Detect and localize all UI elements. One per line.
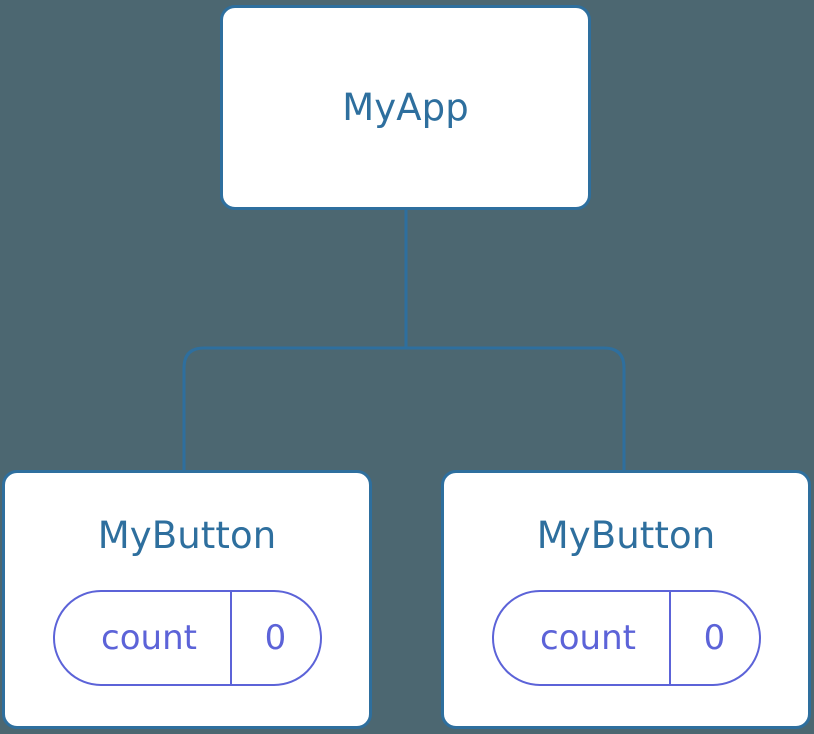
state-hook-pill[interactable]: count 0 — [52, 590, 322, 686]
state-hook-name: count — [101, 618, 197, 658]
state-hook-value: 0 — [229, 592, 320, 684]
state-hook-pill[interactable]: count 0 — [491, 590, 761, 686]
component-node-root[interactable]: MyApp — [220, 5, 591, 210]
component-node-title: MyButton — [536, 514, 716, 557]
state-hook-name: count — [540, 618, 636, 658]
connector-elbow-right — [406, 346, 626, 474]
component-node-child[interactable]: MyButton count 0 — [441, 470, 811, 729]
component-node-title: MyButton — [97, 514, 277, 557]
connector-elbow-left — [182, 346, 406, 474]
state-hook-value: 0 — [668, 592, 759, 684]
component-node-title: MyApp — [342, 86, 469, 129]
component-node-child[interactable]: MyButton count 0 — [2, 470, 372, 729]
